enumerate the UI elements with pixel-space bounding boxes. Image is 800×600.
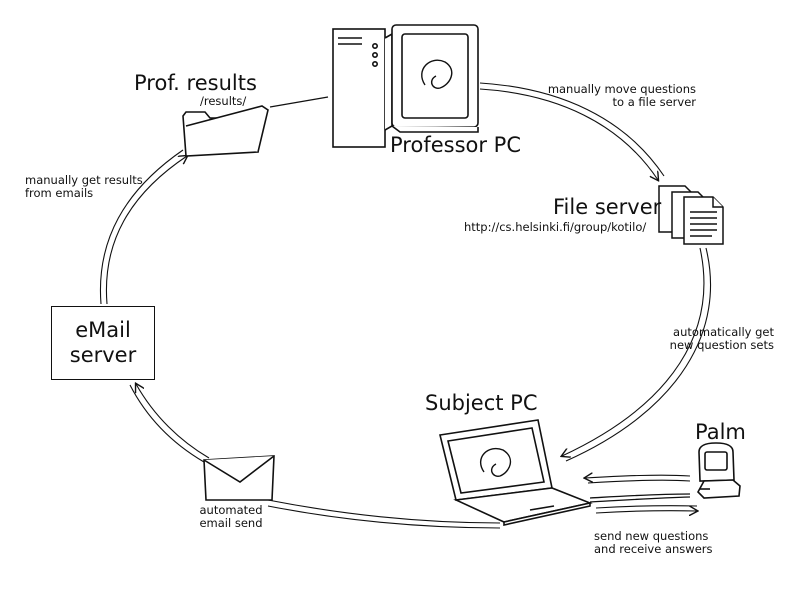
prof-results-path: /results/ xyxy=(200,94,247,108)
edge-label-email-to-results: manually get results from emails xyxy=(25,173,143,201)
file-server-url: http://cs.helsinki.fi/group/kotilo/ xyxy=(464,220,647,234)
edge-label-fileserver-to-subject: automatically get new question sets xyxy=(669,325,774,353)
desktop-computer-icon xyxy=(332,24,479,148)
palm-device-icon xyxy=(589,442,741,503)
connector-results-to-pc xyxy=(269,96,329,108)
arrow-pc-to-fileserver xyxy=(479,82,665,180)
email-server-label-line1: eMail xyxy=(75,317,131,342)
file-server-label: File server xyxy=(553,195,662,219)
arrow-email-to-results xyxy=(99,149,187,305)
edge-label-subject-palm: send new questions and receive answers xyxy=(594,529,713,557)
arrow-fileserver-to-subject xyxy=(562,247,712,462)
laptop-icon xyxy=(439,419,593,526)
palm-label: Palm xyxy=(695,420,746,444)
subject-pc-label: Subject PC xyxy=(425,391,538,415)
professor-pc-label: Professor PC xyxy=(390,133,521,157)
edge-label-pc-to-fileserver: manually move questions to a file server xyxy=(547,82,696,110)
documents-icon xyxy=(658,185,724,245)
folder-icon xyxy=(182,105,269,157)
prof-results-label: Prof. results xyxy=(134,71,257,95)
edge-label-subject-to-email: automated email send xyxy=(199,503,263,531)
envelope-icon xyxy=(203,455,275,501)
arrow-subject-to-email xyxy=(129,384,501,529)
email-server-label-line2: server xyxy=(69,343,137,367)
arrow-subject-palm xyxy=(585,475,697,513)
email-server-box: eMail server xyxy=(51,306,155,380)
